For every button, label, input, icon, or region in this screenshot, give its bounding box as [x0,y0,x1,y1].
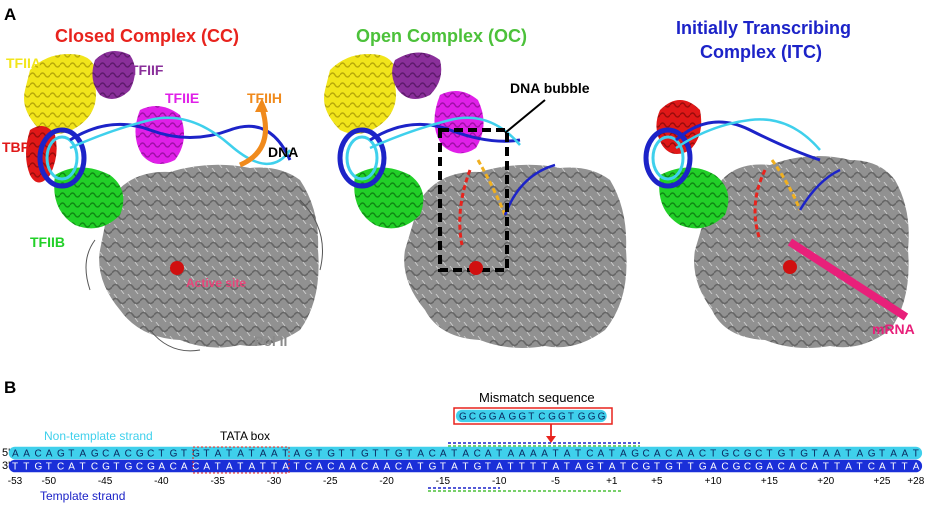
mismatchSeq-sequence-text: GCGGAGGTCGGTGGG [459,412,606,423]
tick-label: -10 [492,476,507,487]
tick-label: +28 [907,476,924,487]
cc-pol2-structure [99,164,319,348]
oc-dna-helix [337,116,556,246]
oc-tfiif-structure [392,52,442,99]
oc-tfiia-structure [324,54,396,134]
cc-tfiia-structure [24,54,96,134]
nontemplate-strand: AACAGTAGCACGCTGTGTATATAATAGTGTTGTTGTACAT… [8,446,923,460]
tick-label: -25 [323,476,338,487]
oc-title: Open Complex (OC) [356,26,527,46]
tick-label: -5 [551,476,560,487]
tick-label: -40 [154,476,169,487]
template-strand-label: Template strand [40,489,125,503]
label-tfiie: TFIIE [165,90,199,106]
tick-label: -53 [8,476,23,487]
tick-label: +25 [874,476,891,487]
itc-dna-helix [643,118,841,241]
tick-label: +15 [761,476,778,487]
itc-title-line2: Complex (ITC) [700,42,822,62]
topStrand-backbone [8,446,923,460]
cc-active-site-sphere [170,261,184,275]
bottomStrand-backbone [8,459,923,473]
five-prime-end: 5' [2,447,10,459]
label-tfiia: TFIIA [6,55,41,71]
topStrand-sequence-text: AACAGTAGCACGCTGTGTATATAATAGTGTTGTTGTACAT… [12,449,919,460]
nontemplate-strand-label: Non-template strand [44,429,153,443]
tick-label: -20 [379,476,394,487]
itc-title-line1: Initially Transcribing [676,18,851,38]
tick-label: +20 [817,476,834,487]
tick-label: -35 [210,476,225,487]
label-pol2: Pol II [254,333,287,349]
tick-label: -50 [42,476,57,487]
itc-tfiib-structure [659,167,729,229]
tick-label: +10 [705,476,722,487]
tick-label: +1 [606,476,618,487]
tick-label: -45 [98,476,113,487]
label-tfiih: TFIIH [247,90,282,106]
label-dna: DNA [268,144,298,160]
tick-label: +5 [651,476,663,487]
oc-active-site-sphere [469,261,483,275]
tata-box-label: TATA box [220,429,270,443]
template-strand: TTGTCATCGTGCGACACATATATTATCACAACAACATGTA… [8,459,923,473]
closed-complex-panel: Closed Complex (CC) TFIIA TFIIF TFIIE TF… [2,26,323,352]
mismatchSeq-backbone [455,409,607,423]
cc-tfiih-arrow [238,107,268,168]
label-tfiib: TFIIB [30,234,65,250]
mrna-strand [787,238,909,321]
open-complex-panel: Open Complex (OC) DNA bubble [324,26,627,348]
cc-tfiif-structure [92,51,135,99]
tata-box-outline [192,446,290,474]
dna-bubble-pointer [504,99,546,134]
position-ticks: -53 -50 -45 -40 -35 -30 -25 -20 -15 -10 -5 +1 +5 +10 +… [8,476,925,487]
mismatch-sequence: GCGGAGGTCGGTGGG [455,409,607,423]
panel-a-letter: A [4,5,16,24]
label-tfiif: TFIIF [130,62,164,78]
label-dna-bubble: DNA bubble [510,80,590,96]
tick-label: -30 [267,476,282,487]
mismatch-box [453,407,613,425]
three-prime-end: 3' [2,460,10,472]
cc-tfiib-structure [54,167,124,229]
panel-b-letter: B [4,378,16,397]
label-mrna: mRNA [872,321,915,337]
itc-panel: Initially Transcribing Complex (ITC) mRN… [643,18,915,348]
bottomStrand-sequence-text: TTGTCATCGTGCGACACATATATTATCACAACAACATGTA… [12,462,920,473]
itc-active-site-sphere [783,260,797,274]
oc-tfiib-structure [354,167,424,229]
mismatch-label: Mismatch sequence [479,390,595,405]
cc-title: Closed Complex (CC) [55,26,239,46]
cc-tfiie-structure [135,106,184,164]
label-tbp: TBP [2,139,30,155]
tick-label: -15 [436,476,451,487]
label-active-site: Active site [186,276,246,290]
